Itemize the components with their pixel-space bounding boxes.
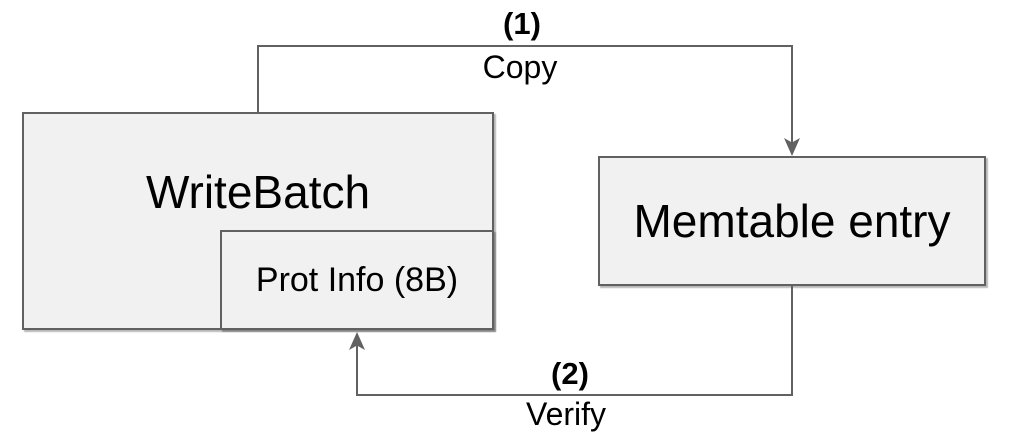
edge-verify-step-label: (2) <box>551 356 589 391</box>
arrowhead-down-icon <box>784 138 800 156</box>
edge-verify-action-label: Verify <box>525 396 607 432</box>
node-prot-info: Prot Info (8B) <box>220 230 494 330</box>
node-memtable-entry: Memtable entry <box>598 156 986 286</box>
node-prot-info-label: Prot Info (8B) <box>255 260 459 299</box>
node-writebatch-label: WriteBatch <box>145 166 371 218</box>
arrowhead-up-icon <box>349 332 365 350</box>
edge-copy-action-label: Copy <box>482 49 558 85</box>
edge-copy-step-label: (1) <box>503 6 541 41</box>
node-memtable-entry-label: Memtable entry <box>633 195 951 247</box>
